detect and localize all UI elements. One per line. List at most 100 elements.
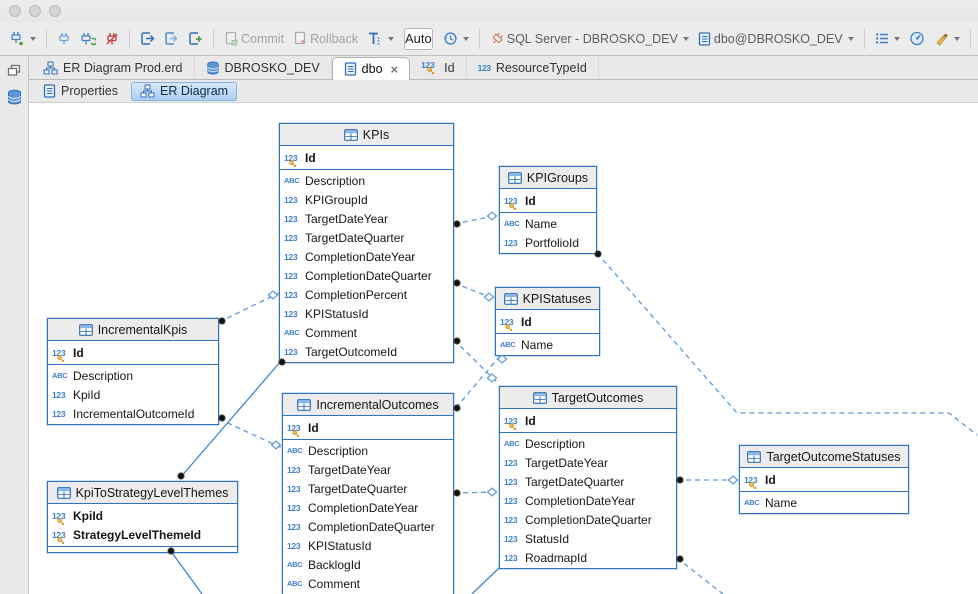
erd-table-header[interactable]: IncrementalKpis — [48, 319, 218, 341]
transaction-log-button[interactable] — [364, 28, 397, 49]
disconnect-button[interactable] — [102, 29, 122, 49]
database-navigator-icon[interactable] — [6, 89, 23, 106]
zoom-window-button[interactable] — [49, 5, 61, 17]
subtab-properties[interactable]: Properties — [34, 82, 127, 101]
commit-mode-select[interactable]: Auto — [404, 27, 433, 50]
erd-column-row[interactable]: ABC BacklogId — [283, 555, 453, 574]
erd-table-header[interactable]: KpiToStrategyLevelThemes — [48, 482, 237, 504]
erd-table-header[interactable]: IncrementalOutcomes — [283, 394, 453, 416]
new-sql-script-button[interactable] — [185, 28, 206, 49]
close-tab-icon[interactable]: × — [390, 61, 399, 77]
new-connection-button[interactable] — [6, 28, 39, 49]
minimize-window-button[interactable] — [29, 5, 41, 17]
relationship-diamond-end — [270, 440, 282, 450]
format-paint-button[interactable] — [931, 28, 963, 49]
column-name: TargetDateQuarter — [305, 230, 405, 245]
erd-table-title: KPIs — [362, 127, 390, 142]
restore-panels-icon[interactable] — [7, 64, 21, 77]
subtab-er-diagram[interactable]: ER Diagram — [130, 81, 238, 101]
dashboard-button[interactable] — [906, 28, 928, 49]
tab-resourcetypeid[interactable]: 123 ResourceTypeId — [467, 56, 599, 79]
column-name: RoadmapId — [525, 550, 588, 565]
string-type-icon: ABC — [287, 560, 303, 569]
transaction-history-button[interactable] — [440, 28, 472, 49]
tab-dbo[interactable]: dbo × — [331, 57, 411, 80]
erd-table-header[interactable]: TargetOutcomeStatuses — [740, 446, 908, 468]
column-name: CompletionDateYear — [305, 249, 416, 264]
numeric-type-icon: 123 — [52, 408, 66, 419]
erd-table-header[interactable]: KPIStatuses — [496, 288, 599, 310]
erd-table-header[interactable]: KPIs — [280, 124, 453, 146]
connect-button[interactable] — [54, 29, 74, 49]
chevron-down-icon — [462, 36, 469, 41]
column-name: BacklogId — [308, 557, 361, 572]
chevron-down-icon — [682, 36, 689, 41]
active-connection-selector[interactable]: SQL Server - DBROSKO_DEV — [487, 29, 692, 49]
reconnect-button[interactable] — [77, 29, 99, 49]
brush-icon — [934, 31, 949, 46]
tab-id[interactable]: 123 Id — [410, 56, 467, 79]
close-window-button[interactable] — [9, 5, 21, 17]
sql-editor-button[interactable] — [137, 28, 158, 49]
rollback-button[interactable]: Rollback — [290, 28, 361, 49]
erd-table-header[interactable]: TargetOutcomes — [500, 387, 676, 409]
tab-er-diagram-prod[interactable]: ER Diagram Prod.erd — [32, 56, 195, 79]
sql-console-button[interactable] — [161, 28, 182, 49]
active-schema-selector[interactable]: dbo@DBROSKO_DEV — [695, 29, 857, 49]
result-orientation-button[interactable] — [872, 29, 903, 48]
erd-table-header[interactable]: KPIGroups — [500, 167, 596, 189]
toolbar-separator — [478, 28, 480, 49]
tab-dbrosko-dev[interactable]: DBROSKO_DEV — [195, 56, 332, 79]
commit-button[interactable]: Commit — [221, 28, 287, 49]
